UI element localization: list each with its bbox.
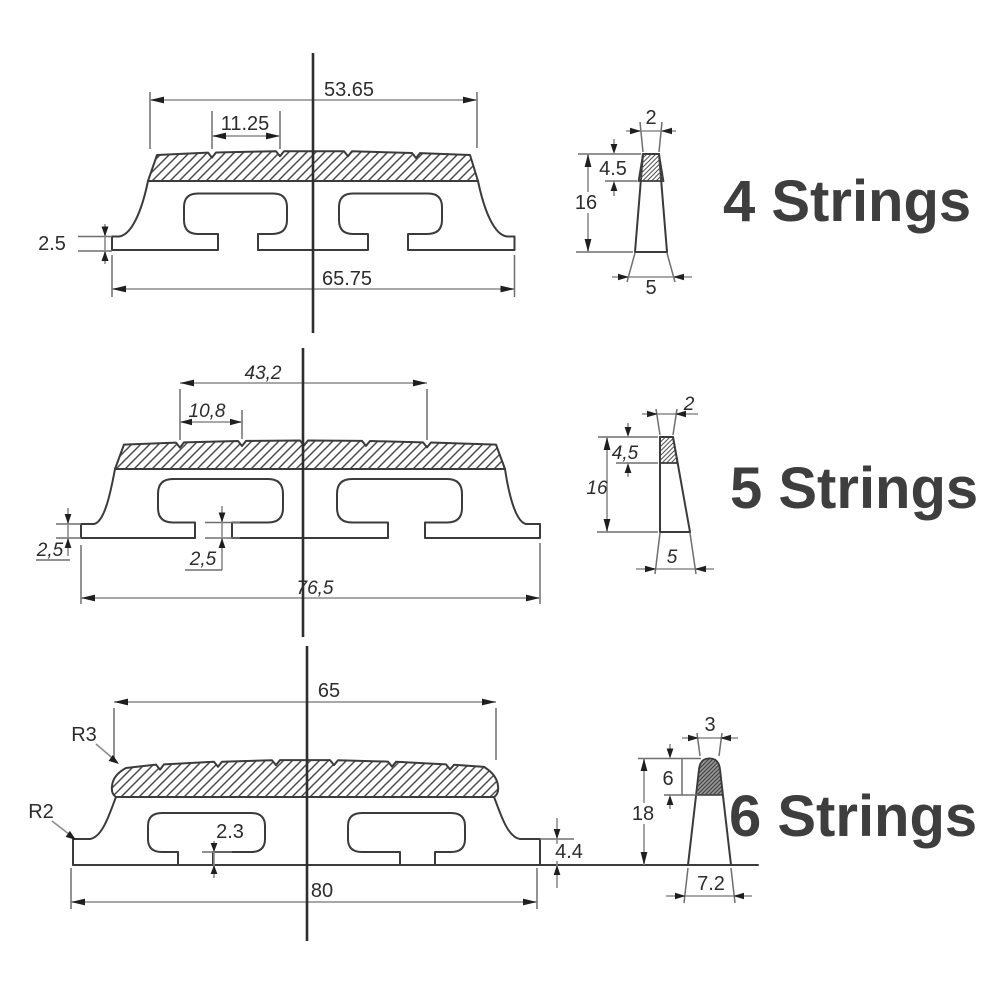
bridge-front-body-5s: [80, 468, 541, 539]
dim-base-width-6s: 80: [70, 868, 538, 909]
dim-slot-height-6s-label: 2.3: [216, 821, 244, 843]
dim-saddle-height-5s-label: 4,5: [612, 443, 639, 464]
dim-saddle-width-6s: 65: [113, 680, 497, 760]
dim-string-spacing-5s-label: 10,8: [189, 401, 226, 422]
dim-string-spacing-4s: 11.25: [211, 111, 281, 149]
dim-string-spacing-4s-label: 11.25: [221, 113, 270, 135]
side-profile-6s-saddle: [695, 757, 724, 796]
dim-foot-height-center-5s-label: 2,5: [189, 549, 217, 570]
dim-height-5s-label: 16: [586, 478, 608, 499]
bridge-saddle-hatched-6s: [110, 759, 500, 798]
dim-saddle-width-4s-label: 53.65: [324, 79, 374, 101]
side-profile-6s: 3 6 18 7.2: [629, 714, 752, 904]
dim-foot-height-6s: 4.4: [540, 818, 586, 888]
dim-base-width-5s-label: 76,5: [297, 578, 334, 599]
drawing-6-strings: 65 R3 R2 2.3 4.4: [28, 646, 977, 941]
dim-slot-height-6s: 2.3: [202, 821, 244, 878]
side-profile-5s: 2 16 4,5 5: [586, 394, 714, 575]
label-4-strings: 4 Strings: [723, 169, 971, 234]
label-6-strings: 6 Strings: [729, 784, 977, 849]
dim-tip-width-4s-label: 2: [645, 107, 656, 129]
dim-base-width-5s: 76,5: [80, 543, 541, 604]
drawing-4-strings: 53.65 11.25 2.5 65.75: [38, 53, 971, 333]
callout-top-radius-6s-label: R3: [71, 724, 97, 746]
dim-base-4s-label: 5: [645, 277, 656, 299]
dim-foot-height-left-5s: 2,5: [36, 508, 81, 561]
dim-saddle-height-6s-label: 6: [662, 768, 673, 790]
side-profile-4s: 2 16 4.5 5: [573, 107, 692, 299]
dim-tip-width-6s-label: 3: [704, 714, 715, 736]
dim-base-6s-label: 7.2: [697, 873, 725, 895]
dim-height-4s-label: 16: [575, 192, 597, 214]
dim-string-spacing-5s: 10,8: [180, 401, 243, 439]
dim-saddle-width-5s-label: 43,2: [245, 363, 282, 384]
dim-base-width-4s-label: 65.75: [322, 268, 372, 290]
dim-foot-height-4s-label: 2.5: [38, 233, 66, 255]
bridge-saddle-hatched-5s: [114, 439, 506, 470]
dim-saddle-height-4s-label: 4.5: [599, 158, 627, 180]
dim-foot-height-center-5s: 2,5: [185, 506, 240, 571]
side-profile-5s-saddle: [659, 436, 679, 464]
dim-base-5s-label: 5: [667, 547, 678, 568]
dim-height-6s-label: 18: [632, 803, 654, 825]
callout-top-radius-6s: R3: [71, 724, 119, 764]
label-5-strings: 5 Strings: [730, 456, 978, 521]
dim-base-width-6s-label: 80: [311, 880, 333, 902]
dim-foot-height-left-5s-label: 2,5: [36, 540, 64, 561]
dim-saddle-width-6s-label: 65: [318, 680, 340, 702]
callout-foot-radius-6s-label: R2: [28, 801, 54, 823]
callout-foot-radius-6s: R2: [28, 801, 76, 840]
side-profile-4s-saddle: [637, 153, 665, 182]
dim-foot-height-6s-label: 4.4: [555, 841, 583, 863]
drawing-5-strings: 43,2 10,8 2,5 2,5: [36, 348, 978, 637]
dim-foot-height-4s: 2.5: [38, 224, 112, 264]
dim-tip-width-5s-label: 2: [683, 394, 695, 415]
